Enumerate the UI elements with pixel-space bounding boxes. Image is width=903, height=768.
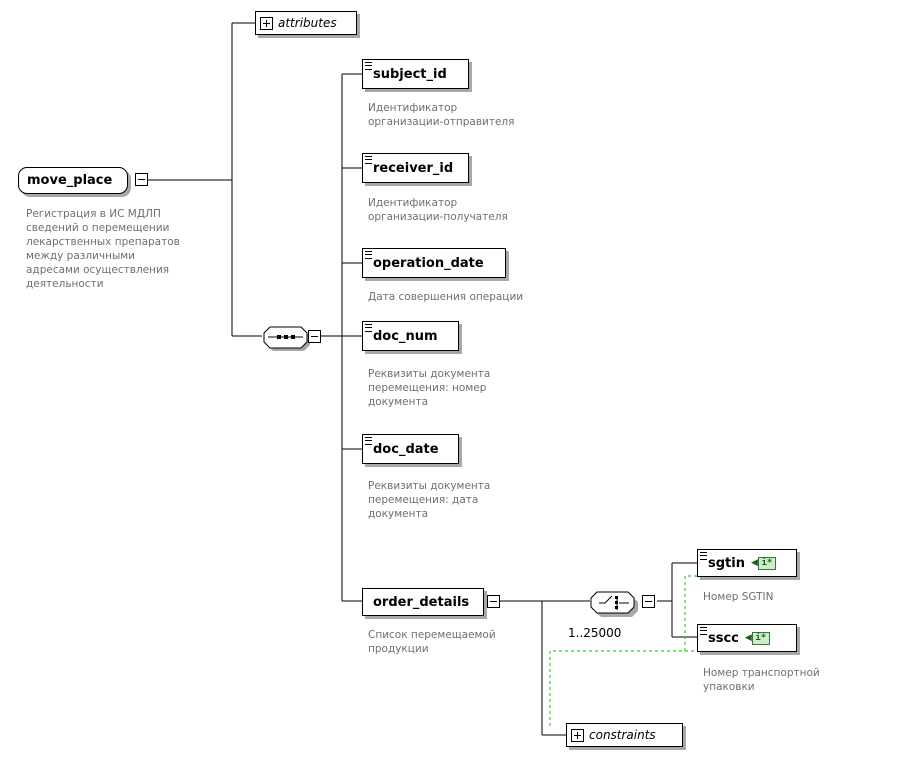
choice-collapse-icon[interactable] xyxy=(642,595,655,608)
element-marker-icon xyxy=(365,251,372,259)
attributes-label: attributes xyxy=(278,16,337,30)
choice-compositor xyxy=(590,591,638,617)
element-label: sscc xyxy=(708,630,739,646)
sequence-compositor xyxy=(263,326,310,351)
collapse-icon[interactable] xyxy=(135,173,148,186)
element-order-details[interactable]: order_details xyxy=(362,588,484,616)
element-receiver-id[interactable]: receiver_id xyxy=(362,153,469,183)
element-description: Дата совершения операции xyxy=(368,291,524,303)
element-label: operation_date xyxy=(373,255,484,271)
key-icon: i* xyxy=(751,631,770,645)
keyref-lines xyxy=(549,575,697,726)
element-label: receiver_id xyxy=(373,160,454,176)
element-marker-icon xyxy=(365,437,372,445)
element-sscc[interactable]: sscc ◀i* xyxy=(697,624,797,652)
attributes-node[interactable]: attributes xyxy=(255,11,357,35)
element-label: order_details xyxy=(373,594,470,610)
sequence-collapse-icon[interactable] xyxy=(308,330,321,343)
order-details-collapse-icon[interactable] xyxy=(487,595,500,608)
element-label: subject_id xyxy=(373,66,447,82)
key-icon: i* xyxy=(757,556,776,570)
key-arrow-icon: ◀ xyxy=(750,558,758,568)
root-element-label: move_place xyxy=(27,173,113,188)
element-label: doc_date xyxy=(373,441,439,457)
element-marker-icon xyxy=(700,552,707,560)
element-sgtin[interactable]: sgtin ◀i* xyxy=(697,549,797,577)
element-marker-icon xyxy=(365,156,372,164)
root-element-move-place[interactable]: move_place xyxy=(18,167,128,194)
element-marker-icon xyxy=(365,62,372,70)
choice-occurrence: 1..25000 xyxy=(568,626,622,640)
element-operation-date[interactable]: operation_date xyxy=(362,248,506,278)
element-subject-id[interactable]: subject_id xyxy=(362,59,469,89)
element-marker-icon xyxy=(700,627,707,635)
element-marker-icon xyxy=(365,324,372,332)
expand-icon[interactable] xyxy=(571,728,584,742)
element-label: sgtin xyxy=(708,555,745,571)
expand-icon[interactable] xyxy=(260,16,273,30)
constraints-node[interactable]: constraints xyxy=(566,723,683,747)
element-description: Номер SGTIN xyxy=(703,591,774,603)
constraints-label: constraints xyxy=(589,728,656,742)
element-label: doc_num xyxy=(373,328,438,344)
element-doc-date[interactable]: doc_date xyxy=(362,434,459,464)
key-arrow-icon: ◀ xyxy=(744,633,752,643)
element-doc-num[interactable]: doc_num xyxy=(362,321,459,351)
